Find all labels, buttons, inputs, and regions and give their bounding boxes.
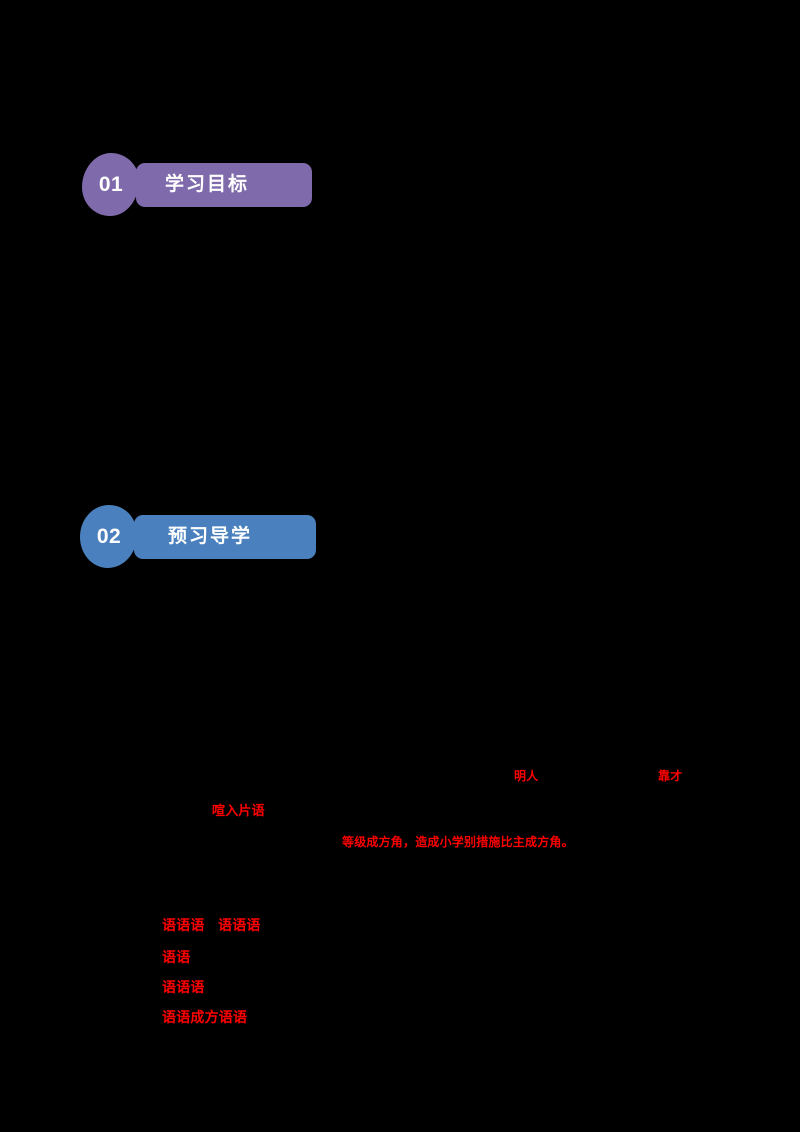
annotation-text: 语语语 [162,917,205,933]
annotation-text: 靠才 [658,769,683,783]
annotation-text: 语语语 [162,979,205,995]
section-number-label-02: 02 [96,524,122,548]
blob-shape-icon [82,153,139,216]
annotation-text: 等级成方角，造成小学别措施比主成方角。 [342,835,574,849]
section-title-label-02: 预习导学 [167,525,252,547]
section-header-01: 01 学习目标 [80,152,312,218]
section-number-badge-02: 02 [78,504,140,570]
blob-shape-icon [80,505,137,568]
annotation-text: 明人 [514,769,539,783]
annotation-text: 语语 [162,949,191,965]
annotation-text: 语语语 [218,917,261,933]
section-title-label-01: 学习目标 [164,173,249,195]
section-number-label-01: 01 [98,172,124,196]
annotation-text: 语语成方语语 [162,1009,248,1025]
section-header-02: 02 预习导学 [78,504,316,570]
section-title-pill-01: 学习目标 [136,163,312,207]
annotation-text: 喧入片语 [212,803,265,818]
section-title-pill-02: 预习导学 [134,515,316,559]
section-number-badge-01: 01 [80,152,142,218]
